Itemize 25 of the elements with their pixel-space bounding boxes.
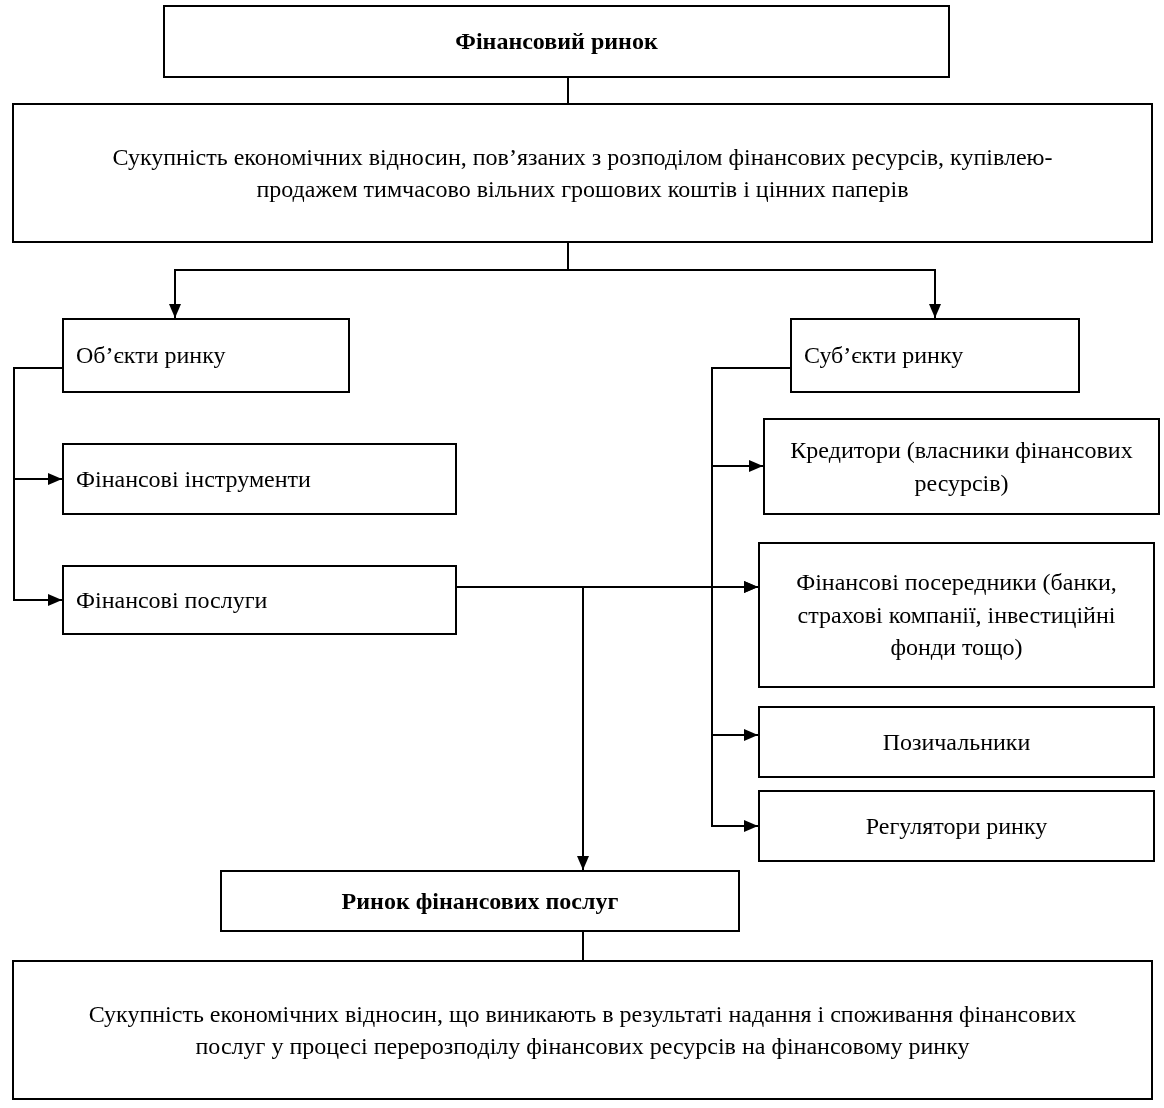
box-text: Сукупність економічних відносин, пов’язаних з розподілом фінансових ресурсів, купівлею-продажем тимчасово вільних грошових коштів і цінних паперів [111, 142, 1054, 204]
item-box [62, 565, 457, 635]
title-box [163, 5, 950, 78]
heading-text: Ринок фінансових послуг [341, 886, 619, 916]
box-text: Фінансові інструменти [76, 464, 311, 494]
definition-box [12, 103, 1153, 243]
box-text: Регулятори ринку [865, 811, 1048, 841]
item-box [758, 542, 1155, 688]
arrow [13, 367, 63, 606]
item-box [758, 706, 1155, 778]
box-text: Суб’єкти ринку [804, 341, 964, 371]
box-text: Позичальники [882, 727, 1031, 757]
heading-text: Фінансовий ринок [455, 27, 658, 57]
category-box [790, 318, 1080, 393]
category-box [62, 318, 350, 393]
box-text: Фінансові посередники (банки, страхові компанії, інвестиційні фонди тощо) [795, 568, 1118, 663]
box-text: Сукупність економічних відносин, що виникають в результаті надання і споживання фінансових послуг у процесі перерозподілу фінансових ресурсів на фінансовому ринку [87, 999, 1078, 1061]
box-text: Кредитори (власники фінансових ресурсів) [789, 436, 1134, 498]
box-text: Фінансові послуги [76, 585, 268, 615]
definition-box [12, 960, 1153, 1100]
item-box [62, 443, 457, 515]
item-box [763, 418, 1160, 515]
box-text: Об’єкти ринку [76, 341, 226, 371]
title-box [220, 870, 740, 932]
item-box [758, 790, 1155, 862]
